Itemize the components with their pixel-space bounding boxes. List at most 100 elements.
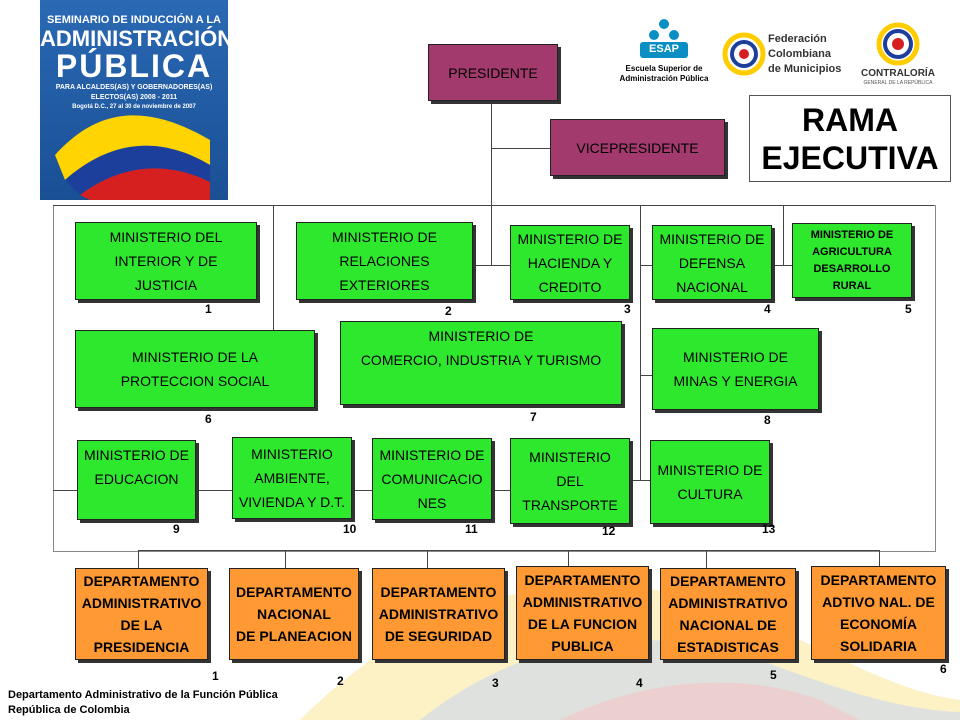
connector-minas (640, 375, 652, 376)
title-rama-ejecutiva: RAMA EJECUTIVA (749, 95, 951, 182)
connector-defensa (640, 265, 652, 266)
departamento-number: 4 (636, 676, 643, 690)
ministerio-proteccion-social-box: MINISTERIO DE LA PROTECCION SOCIAL (75, 330, 315, 408)
seminar-line2: ADMINISTRACIÓN (40, 26, 228, 51)
presidente-label: PRESIDENTE (448, 64, 538, 81)
departamento-label: DEPARTAMENTO ADMINISTRATIVO DE SEGURIDAD (378, 584, 499, 644)
fcm-name: Federación Colombiana de Municipios (768, 33, 842, 75)
esap-figure-icon (640, 19, 688, 58)
ministerio-label: MINISTERIO DE DEFENSA NACIONAL (659, 230, 765, 295)
ministerio-label: MINISTERIO DE COMUNICACIO NES (379, 447, 485, 511)
ministerio-number: 7 (530, 410, 537, 424)
departamento-number: 1 (212, 669, 219, 683)
ministerio-label: MINISTERIO DE MINAS Y ENERGIA (673, 349, 798, 389)
connector-row3 (53, 490, 77, 491)
seminar-line4: PARA ALCALDES(AS) Y GOBERNADORES(AS) (55, 84, 213, 91)
connector-dept-6 (879, 550, 880, 568)
connector-row3d (492, 490, 510, 491)
departamento-label: DEPARTAMENTO ADMINISTRATIVO NACIONAL DE … (668, 573, 788, 655)
connector-top-row (53, 205, 934, 206)
departamento-number: 6 (940, 662, 947, 676)
ministerio-number: 6 (205, 412, 212, 426)
vicepresidente-label: VICEPRESIDENTE (576, 139, 699, 156)
ministerio-label: MINISTERIO AMBIENTE, VIVIENDA Y D.T. (238, 446, 346, 510)
connector-right-vertical (640, 205, 641, 480)
seminar-line6: Bogotá D.C., 27 al 30 de noviembre de 20… (72, 104, 196, 110)
esap-name: Escuela Superior de Administración Públi… (619, 64, 709, 83)
connector-hacienda (474, 265, 510, 266)
ministerio-label: MINISTERIO DEL INTERIOR Y DE JUSTICIA (109, 229, 223, 293)
ministerio-label: MINISTERIO DE CULTURA (657, 462, 763, 502)
connector-dept-5 (706, 550, 707, 568)
departamento-label: DEPARTAMENTO ADMINISTRATIVO DE LA FUNCIO… (522, 572, 643, 654)
departamento-label: DEPARTAMENTO NACIONAL DE PLANEACION (236, 584, 352, 644)
departamento-seguridad-box: DEPARTAMENTO ADMINISTRATIVO DE SEGURIDAD (372, 568, 505, 660)
colombia-flag-wave (55, 115, 210, 200)
ministerio-ambiente-box: MINISTERIO AMBIENTE, VIVIENDA Y D.T. (232, 437, 352, 519)
connector-vice (491, 148, 551, 149)
departamento-economia-solidaria-box: DEPARTAMENTO ADTIVO NAL. DE ECONOMÍA SOL… (811, 566, 946, 660)
ministerio-number: 13 (762, 522, 776, 536)
footer: Departamento Administrativo de la Funció… (8, 688, 278, 718)
ministerio-label: MINISTERIO DE AGRICULTURA DESARROLLO RUR… (810, 228, 894, 292)
ministerio-number: 1 (205, 302, 212, 316)
ministerio-comunicaciones-box: MINISTERIO DE COMUNICACIO NES (372, 438, 492, 520)
seminar-line5: ELECTOS(AS) 2008 - 2011 (90, 94, 178, 101)
ministerio-number: 10 (343, 522, 357, 536)
connector-agricultura (783, 205, 784, 265)
seminar-line3: PÚBLICA (55, 48, 213, 84)
ministerio-number: 12 (602, 524, 616, 538)
contraloria-logo: CONTRALORÍA GENERAL DE LA REPÚBLICA (858, 22, 938, 88)
ministerio-number: 9 (173, 522, 180, 536)
departamento-label: DEPARTAMENTO ADTIVO NAL. DE ECONOMÍA SOL… (820, 572, 937, 654)
connector-row3c (352, 490, 372, 491)
ministerio-number: 5 (905, 302, 912, 316)
departamento-number: 2 (337, 674, 344, 688)
departamento-funcion-publica-box: DEPARTAMENTO ADMINISTRATIVO DE LA FUNCIO… (516, 566, 649, 660)
connector-agricultura-h (772, 265, 792, 266)
footer-line1: Departamento Administrativo de la Funció… (8, 689, 278, 701)
contraloria-seal-icon (876, 22, 920, 66)
ministerio-hacienda-box: MINISTERIO DE HACIENDA Y CREDITO (510, 225, 630, 300)
esap-acronym: ESAP (649, 43, 679, 55)
ministerio-minas-box: MINISTERIO DE MINAS Y ENERGIA (652, 328, 819, 410)
departamento-planeacion-box: DEPARTAMENTO NACIONAL DE PLANEACION (229, 568, 359, 660)
connector-vertical-main (491, 100, 492, 265)
connector-dept-2 (285, 550, 286, 568)
esap-logo: ESAP Escuela Superior de Administración … (614, 18, 714, 90)
ministerio-transporte-box: MINISTERIO DEL TRANSPORTE (510, 438, 630, 524)
connector-dept-h (138, 550, 880, 551)
ministerio-label: MINISTERIO DE COMERCIO, INDUSTRIA Y TURI… (360, 328, 602, 368)
ministerio-comercio-box: MINISTERIO DE COMERCIO, INDUSTRIA Y TURI… (340, 321, 622, 405)
ministerio-educacion-box: MINISTERIO DE EDUCACION (77, 440, 196, 520)
ministerio-interior-box: MINISTERIO DEL INTERIOR Y DE JUSTICIA (75, 222, 257, 300)
departamento-number: 5 (770, 668, 777, 682)
departamento-estadisticas-box: DEPARTAMENTO ADMINISTRATIVO NACIONAL DE … (660, 568, 796, 660)
contraloria-sub: GENERAL DE LA REPÚBLICA (863, 80, 933, 86)
ministerio-number: 2 (445, 304, 452, 318)
departamento-presidencia-box: DEPARTAMENTO ADMINISTRATIVO DE LA PRESID… (75, 568, 208, 660)
ministerio-label: MINISTERIO DE RELACIONES EXTERIORES (331, 229, 437, 293)
ministerio-number: 3 (624, 302, 631, 316)
ministerio-number: 8 (764, 413, 771, 427)
contraloria-name: CONTRALORÍA (861, 68, 935, 79)
ministerio-agricultura-box: MINISTERIO DE AGRICULTURA DESARROLLO RUR… (792, 223, 912, 298)
vicepresidente-box: VICEPRESIDENTE (550, 119, 725, 176)
seminar-banner: SEMINARIO DE INDUCCIÓN A LA ADMINISTRACI… (40, 0, 228, 200)
left-border-line (53, 205, 54, 490)
fcm-logo: Federación Colombiana de Municipios (722, 28, 847, 88)
connector-row3e (630, 480, 650, 481)
ministerio-number: 4 (764, 302, 771, 316)
fcm-swirl-icon (722, 32, 766, 76)
ministerio-number: 11 (465, 522, 478, 536)
connector-dept-1 (138, 550, 139, 568)
connector-dept-3 (427, 550, 428, 568)
presidente-box: PRESIDENTE (428, 44, 558, 101)
ministerio-label: MINISTERIO DE HACIENDA Y CREDITO (517, 230, 623, 295)
ministerio-defensa-box: MINISTERIO DE DEFENSA NACIONAL (652, 225, 772, 300)
connector-row3b (196, 490, 232, 491)
ministerio-cultura-box: MINISTERIO DE CULTURA (650, 440, 770, 524)
ministerio-label: MINISTERIO DEL TRANSPORTE (522, 449, 618, 513)
seminar-line1: SEMINARIO DE INDUCCIÓN A LA (47, 14, 221, 26)
connector-dept-4 (568, 550, 569, 568)
